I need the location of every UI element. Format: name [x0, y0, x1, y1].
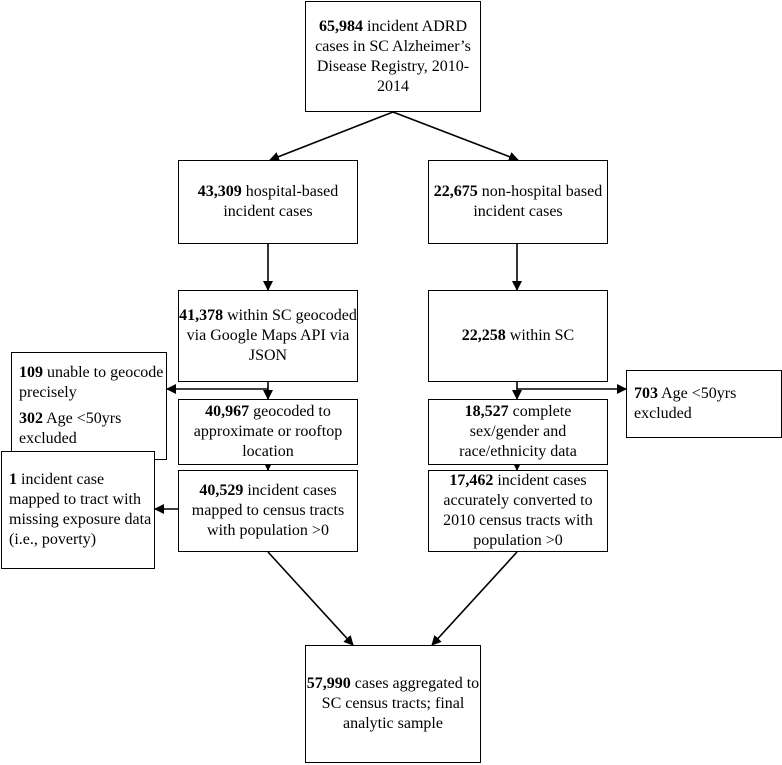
- box-non-hospital: 22,675 non-hospital based incident cases: [428, 160, 608, 244]
- box-geocoded-visible: 40,967 geocoded to approximate or roofto…: [178, 399, 358, 465]
- arrow-mapped-to-final: [267, 551, 354, 646]
- box-excluded-age-right: 703 Age <50yrs excluded: [626, 370, 782, 438]
- box-incident-cases: 65,984 incident ADRD cases in SC Alzheim…: [305, 1, 481, 112]
- box-mapped-tracts: 40,529 incident cases mapped to census t…: [178, 470, 358, 552]
- box-complete-data: 18,527 complete sex/gender and race/ethn…: [428, 399, 608, 465]
- box-converted-tracts: 17,462 incident cases accurately convert…: [428, 470, 608, 552]
- arrow-top-to-nonhosp: [392, 111, 519, 162]
- box-excluded-tract: 1 incident case mapped to tract with mis…: [1, 451, 155, 569]
- arrow-converted-to-final: [431, 551, 518, 646]
- box-hospital-based: 43,309 hospital-based incident cases: [178, 160, 358, 244]
- box-excluded-geocode: 109 unable to geocode precisely 302 Age …: [11, 352, 167, 460]
- box-nonhosp-within-sc: 22,258 within SC: [428, 290, 608, 382]
- arrow-top-to-hosp: [269, 111, 394, 162]
- box-final-sample: 57,990 cases aggregated to SC census tra…: [305, 645, 481, 763]
- box-hosp-within-sc: 41,378 within SC geocoded via Google Map…: [178, 290, 358, 382]
